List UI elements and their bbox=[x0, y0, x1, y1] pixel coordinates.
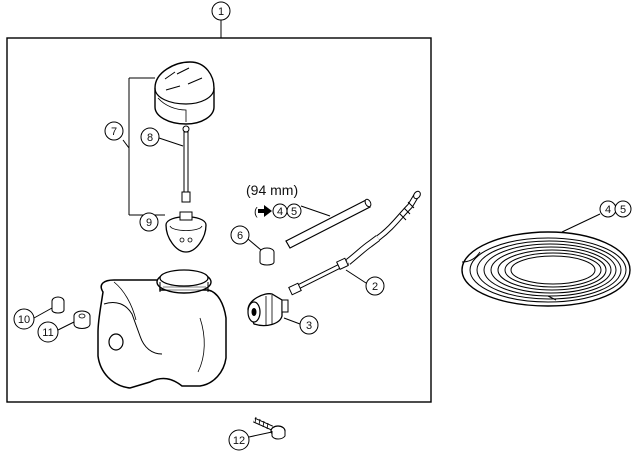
tank-fitting bbox=[51, 296, 65, 314]
svg-text:5: 5 bbox=[620, 204, 626, 216]
svg-text:6: 6 bbox=[237, 230, 243, 242]
tube-ref: ( 4 5 bbox=[254, 203, 331, 219]
svg-text:10: 10 bbox=[18, 314, 30, 326]
callout-10: 10 bbox=[13, 307, 53, 330]
svg-text:1: 1 bbox=[218, 6, 224, 18]
cap-gasket bbox=[165, 211, 207, 253]
callout-9: 9 bbox=[139, 212, 159, 232]
svg-text:3: 3 bbox=[306, 320, 312, 332]
fuel-cap bbox=[154, 61, 215, 133]
svg-text:7: 7 bbox=[111, 126, 117, 138]
svg-text:9: 9 bbox=[146, 217, 152, 229]
svg-text:(: ( bbox=[254, 206, 258, 218]
callout-6: 6 bbox=[230, 225, 262, 251]
callout-2: 2 bbox=[345, 269, 385, 296]
coil-ref: 4 5 bbox=[561, 200, 632, 233]
svg-text:2: 2 bbox=[372, 281, 378, 293]
tank-grommet bbox=[73, 310, 91, 329]
svg-text:8: 8 bbox=[147, 132, 153, 144]
svg-text:4: 4 bbox=[277, 206, 283, 218]
small-fitting bbox=[259, 247, 275, 266]
svg-text:12: 12 bbox=[233, 435, 245, 447]
fuel-tank bbox=[97, 269, 227, 389]
fuel-filter bbox=[247, 293, 289, 327]
cap-rod bbox=[181, 131, 191, 203]
callout-3: 3 bbox=[283, 315, 319, 335]
mounting-screw bbox=[252, 416, 286, 440]
svg-text:5: 5 bbox=[291, 206, 297, 218]
svg-text:4: 4 bbox=[605, 204, 611, 216]
callout-8: 8 bbox=[140, 127, 184, 147]
svg-text:11: 11 bbox=[42, 327, 53, 339]
tube-length-label: (94 mm) bbox=[246, 182, 298, 198]
coiled-fuel-line bbox=[461, 231, 631, 307]
fuel-line-assembly bbox=[288, 190, 421, 296]
callout-11: 11 bbox=[37, 321, 75, 343]
callout-7: 7 bbox=[104, 121, 124, 141]
callout-12: 12 bbox=[228, 429, 273, 451]
assembly-frame bbox=[6, 37, 432, 403]
callout-1: 1 bbox=[211, 1, 231, 38]
fuel-tube bbox=[285, 198, 372, 249]
